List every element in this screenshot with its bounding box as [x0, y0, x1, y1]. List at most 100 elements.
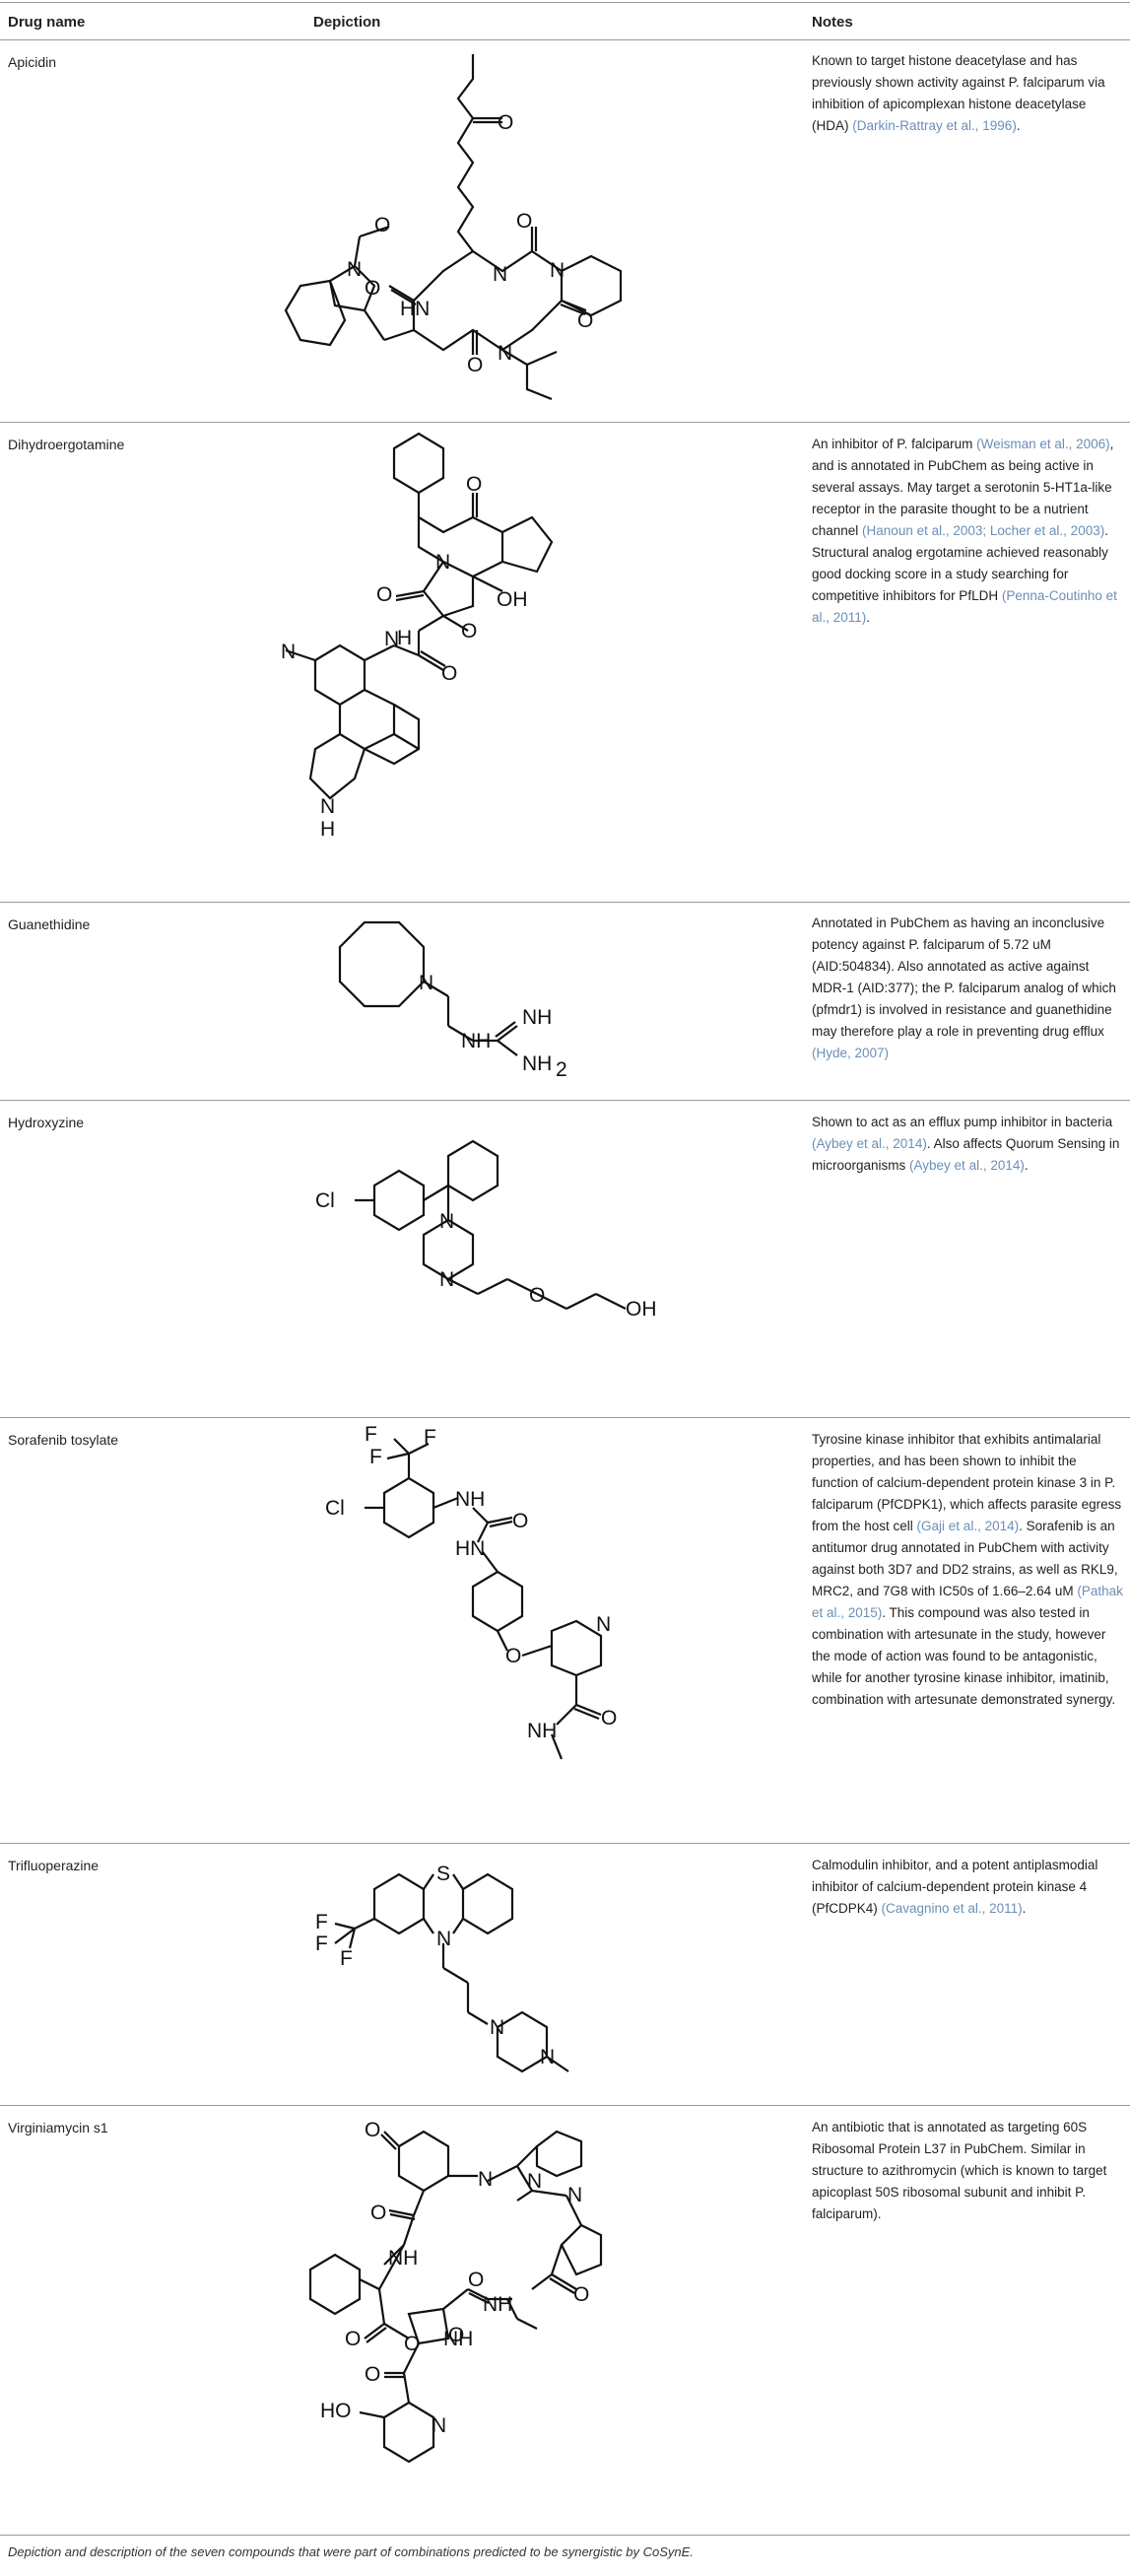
row-divider: [0, 2105, 1130, 2106]
svg-text:NH: NH: [483, 2293, 512, 2316]
notes-text: . Sorafenib is an antitumor drug annotat…: [812, 1519, 1118, 1598]
svg-text:F: F: [315, 1911, 328, 1933]
svg-text:N: N: [419, 972, 433, 994]
svg-text:F: F: [365, 1423, 377, 1446]
svg-text:NH: NH: [527, 1720, 557, 1742]
structure-sorafenib: F F F Cl NH O HN O N O NH: [310, 1423, 655, 1843]
notes-trifluoperazine: Calmodulin inhibitor, and a potent antip…: [812, 1855, 1125, 1920]
header-depiction: Depiction: [313, 14, 381, 31]
notes-text: .: [866, 610, 871, 625]
svg-text:O: O: [529, 1284, 545, 1307]
svg-text:F: F: [424, 1426, 436, 1449]
structure-hydroxyzine: Cl N N O OH: [310, 1112, 685, 1407]
row-divider: [0, 422, 1130, 423]
notes-text: .: [1022, 1901, 1027, 1916]
structure-guanethidine: N NH NH NH 2: [325, 913, 567, 1095]
drug-name-sorafenib-tosylate: Sorafenib tosylate: [8, 1432, 119, 1448]
svg-text:OH: OH: [497, 588, 528, 611]
notes-text: . Also affects Quorum Sensing in microor…: [812, 1136, 1120, 1173]
svg-text:Cl: Cl: [325, 1497, 345, 1520]
drug-name-hydroxyzine: Hydroxyzine: [8, 1115, 85, 1130]
svg-text:HO: HO: [320, 2400, 352, 2422]
svg-text:O: O: [365, 277, 380, 300]
notes-hydroxyzine: Shown to act as an efflux pump inhibitor…: [812, 1112, 1125, 1177]
notes-text: An antibiotic that is annotated as targe…: [812, 2120, 1107, 2221]
structure-virginiamycin: O N N O NH O N O O O NH NH O O HO N: [305, 2117, 680, 2526]
citation-link[interactable]: (Aybey et al., 2014): [812, 1136, 927, 1151]
svg-text:NH: NH: [522, 1052, 552, 1075]
svg-text:H: H: [397, 627, 412, 649]
svg-text:2: 2: [556, 1058, 567, 1081]
svg-text:N: N: [478, 2168, 493, 2191]
svg-text:O: O: [512, 1510, 528, 1532]
notes-sorafenib-tosylate: Tyrosine kinase inhibitor that exhibits …: [812, 1429, 1125, 1711]
svg-text:HN: HN: [455, 1537, 485, 1560]
svg-text:Cl: Cl: [315, 1189, 335, 1212]
svg-text:N: N: [550, 259, 565, 282]
table-bottom-rule: [0, 2535, 1130, 2536]
svg-text:OH: OH: [626, 1298, 657, 1321]
notes-text: Tyrosine kinase inhibitor that exhibits …: [812, 1432, 1122, 1533]
citation-link[interactable]: (Penna-Coutinho et al., 2011): [812, 588, 1117, 625]
row-divider: [0, 1843, 1130, 1844]
svg-text:F: F: [315, 1932, 328, 1955]
notes-guanethidine: Annotated in PubChem as having an inconc…: [812, 913, 1125, 1064]
notes-text: Annotated in PubChem as having an inconc…: [812, 915, 1116, 1039]
svg-text:O: O: [374, 214, 390, 237]
table-top-rule: [0, 2, 1130, 3]
notes-text: Shown to act as an efflux pump inhibitor…: [812, 1115, 1113, 1129]
svg-text:O: O: [448, 2324, 464, 2346]
svg-text:O: O: [498, 111, 513, 134]
drug-name-dihydroergotamine: Dihydroergotamine: [8, 437, 125, 452]
svg-text:O: O: [345, 2328, 361, 2350]
svg-text:N: N: [347, 258, 362, 281]
citation-link[interactable]: (Aybey et al., 2014): [909, 1158, 1025, 1173]
notes-virginiamycin-s1: An antibiotic that is annotated as targe…: [812, 2117, 1125, 2225]
svg-text:H: H: [320, 818, 335, 841]
notes-text: . This compound was also tested in combi…: [812, 1605, 1116, 1707]
svg-text:O: O: [365, 2119, 380, 2141]
drug-name-guanethidine: Guanethidine: [8, 916, 91, 932]
svg-text:O: O: [573, 2283, 589, 2306]
citation-link[interactable]: (Cavagnino et al., 2011): [881, 1901, 1023, 1916]
svg-text:N: N: [596, 1613, 611, 1636]
drug-name-trifluoperazine: Trifluoperazine: [8, 1858, 100, 1873]
svg-text:F: F: [340, 1947, 353, 1970]
citation-link[interactable]: (Hanoun et al., 2003; Locher et al., 200…: [862, 523, 1105, 538]
citation-link[interactable]: (Weisman et al., 2006): [976, 437, 1110, 451]
structure-apicidin: O N O O N O HN N O N O: [284, 44, 680, 419]
row-divider: [0, 902, 1130, 903]
svg-text:O: O: [441, 662, 457, 685]
svg-text:N: N: [432, 2414, 446, 2437]
notes-text: An inhibitor of P. falciparum: [812, 437, 977, 451]
table-caption: Depiction and description of the seven c…: [8, 2544, 694, 2559]
citation-link[interactable]: (Pathak et al., 2015): [812, 1584, 1123, 1620]
svg-text:NH: NH: [461, 1030, 491, 1052]
svg-text:O: O: [461, 620, 477, 643]
notes-text: .: [1016, 118, 1021, 133]
citation-link[interactable]: (Gaji et al., 2014): [916, 1519, 1020, 1533]
citation-link[interactable]: (Darkin-Rattray et al., 1996): [852, 118, 1017, 133]
svg-text:O: O: [468, 2269, 484, 2291]
citation-link[interactable]: (Hyde, 2007): [812, 1046, 890, 1060]
svg-text:N: N: [436, 1928, 451, 1950]
drug-name-apicidin: Apicidin: [8, 54, 57, 70]
svg-text:N: N: [384, 628, 399, 650]
notes-text: , and is annotated in PubChem as being a…: [812, 437, 1114, 538]
row-divider: [0, 1417, 1130, 1418]
svg-text:NH: NH: [388, 2247, 418, 2270]
notes-text: . Structural analog ergotamine achieved …: [812, 523, 1108, 603]
svg-text:O: O: [516, 210, 532, 233]
header-notes: Notes: [812, 14, 853, 31]
structure-dihydroergotamine: N O N OH O O N O H N H: [281, 432, 650, 897]
notes-dihydroergotamine: An inhibitor of P. falciparum (Weisman e…: [812, 434, 1125, 629]
svg-text:N: N: [439, 1210, 454, 1233]
svg-text:F: F: [369, 1446, 382, 1468]
svg-text:N: N: [435, 551, 450, 574]
svg-text:N: N: [498, 342, 512, 365]
svg-text:O: O: [376, 583, 392, 606]
svg-text:NH: NH: [522, 1006, 552, 1029]
svg-text:S: S: [436, 1863, 450, 1885]
notes-text: Known to target histone deacetylase and …: [812, 53, 1105, 133]
drug-name-virginiamycin-s1: Virginiamycin s1: [8, 2120, 108, 2135]
